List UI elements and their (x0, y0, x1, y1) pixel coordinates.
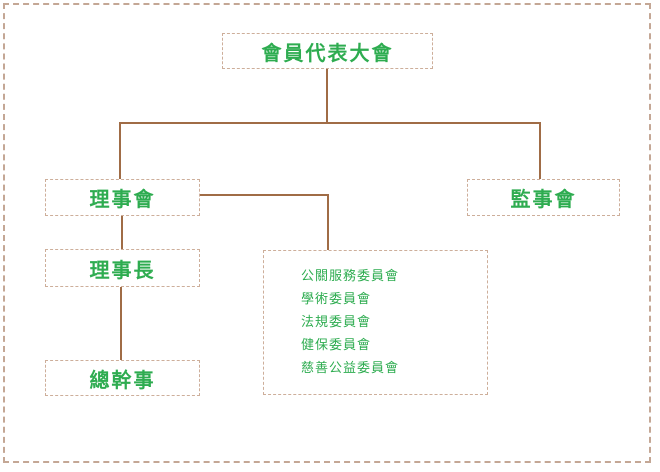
node-chairman-label: 理事長 (89, 257, 156, 282)
connector-main-horizontal (119, 122, 541, 124)
node-chairman: 理事長 (45, 249, 200, 287)
committee-item-academic: 學術委員會 (301, 292, 372, 307)
node-board-of-directors: 理事會 (45, 179, 200, 216)
connector-board-committees-horizontal (200, 194, 329, 196)
committee-item-health-insurance: 健保委員會 (301, 338, 372, 353)
committee-item-public-relations: 公關服務委員會 (301, 269, 400, 284)
node-secretary-general-label: 總幹事 (89, 367, 156, 392)
connector-chairman-secretary (120, 287, 122, 360)
node-board-of-supervisors-label: 監事會 (510, 187, 577, 211)
node-member-assembly-label: 會員代表大會 (261, 40, 394, 65)
node-committees-list: 公關服務委員會 學術委員會 法規委員會 健保委員會 慈善公益委員會 (263, 250, 488, 395)
connector-board-committees-vertical (327, 194, 329, 250)
connector-supervisors-drop (539, 123, 541, 179)
connector-assembly-drop (326, 69, 328, 123)
connector-board-chairman (121, 216, 123, 249)
committee-item-charity: 慈善公益委員會 (301, 361, 400, 376)
node-board-of-supervisors: 監事會 (467, 179, 620, 216)
committee-item-regulations: 法規委員會 (301, 315, 372, 330)
node-member-assembly: 會員代表大會 (222, 33, 433, 69)
node-secretary-general: 總幹事 (45, 360, 200, 396)
page-border (3, 3, 651, 463)
node-board-of-directors-label: 理事會 (89, 187, 156, 211)
connector-board-drop (119, 123, 121, 179)
